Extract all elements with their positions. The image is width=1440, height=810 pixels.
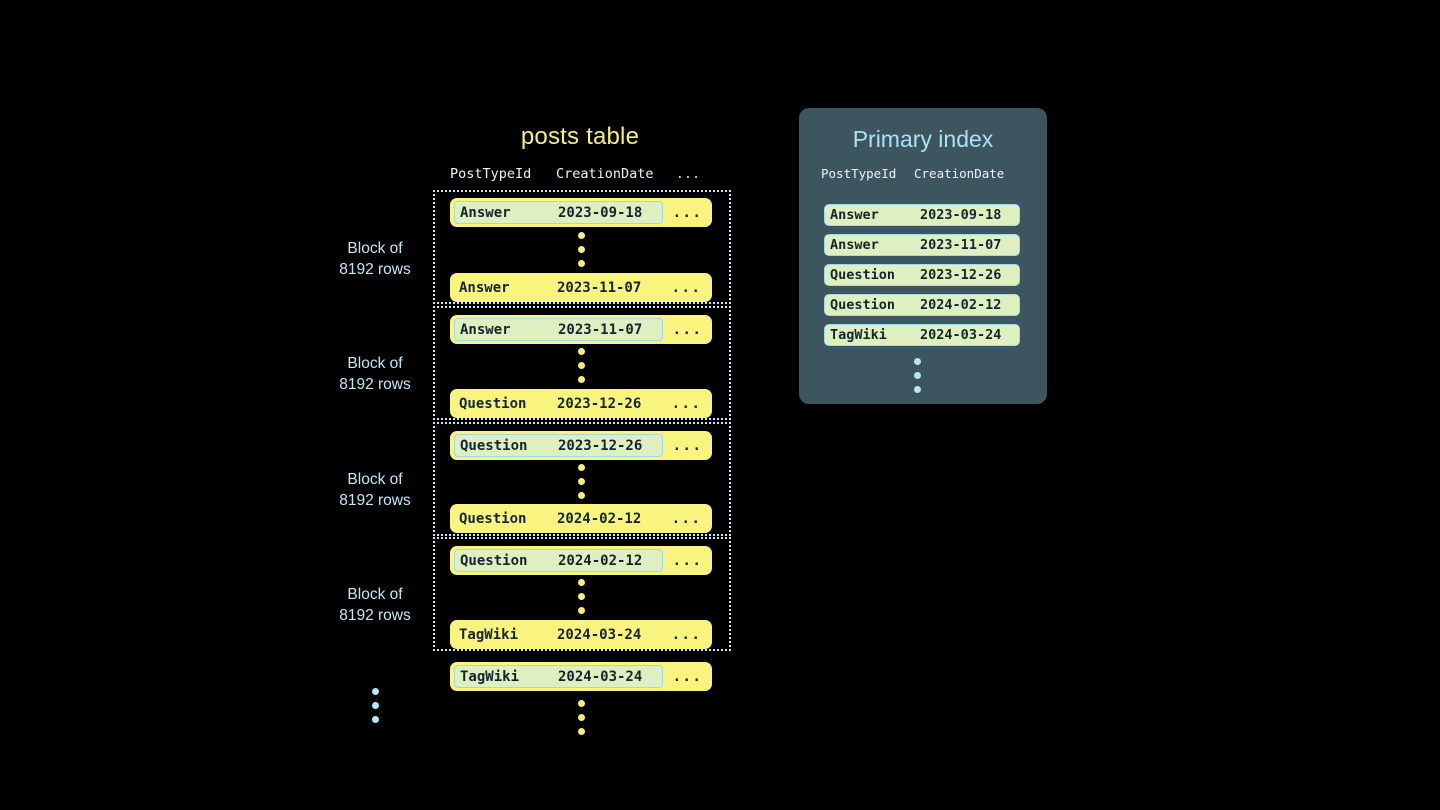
column-header-creationdate: CreationDate <box>556 166 654 182</box>
posts-table-title: posts table <box>520 123 640 150</box>
index-cell-creationdate: 2024-02-12 <box>920 297 1002 313</box>
index-column-header-creationdate: CreationDate <box>914 166 1005 181</box>
posts-table-column-headers: PostTypeId CreationDate ... <box>450 166 712 182</box>
cell-more: ... <box>671 279 702 296</box>
table-row: Question 2024-02-12 ... <box>450 546 712 575</box>
block-1-label: Block of 8192 rows <box>300 238 450 280</box>
row-highlight-cells: TagWiki 2024-03-24 <box>454 665 663 688</box>
table-row: Question 2023-12-26 ... <box>450 431 712 460</box>
block-continuation-dots <box>372 688 379 723</box>
block-2-label: Block of 8192 rows <box>300 353 450 395</box>
block-1-label-line1: Block of <box>347 240 403 257</box>
index-continuation-dots <box>914 358 921 393</box>
index-row: Answer 2023-09-18 <box>824 204 1020 226</box>
table-row: Answer 2023-11-07 ... <box>450 315 712 344</box>
block-3-label-line2: 8192 rows <box>339 492 411 509</box>
table-row: Question 2023-12-26 ... <box>450 389 712 418</box>
block-2-label-line2: 8192 rows <box>339 376 411 393</box>
table-continuation-dots <box>578 700 585 735</box>
index-column-header-posttypeid: PostTypeId <box>821 166 897 181</box>
table-row: Answer 2023-11-07 ... <box>450 273 712 302</box>
cell-posttypeid: Question <box>459 395 527 412</box>
block-1 <box>433 190 731 304</box>
block-1-label-line2: 8192 rows <box>339 261 411 278</box>
cell-more: ... <box>672 437 703 454</box>
row-cells: Question 2023-12-26 <box>454 392 661 415</box>
index-cell-posttypeid: Answer <box>830 207 879 223</box>
cell-creationdate: 2023-11-07 <box>558 321 643 338</box>
table-row: TagWiki 2024-03-24 ... <box>450 620 712 649</box>
cell-creationdate: 2023-12-26 <box>557 395 642 412</box>
primary-index-title: Primary index <box>852 126 994 152</box>
cell-more: ... <box>672 552 703 569</box>
block-4-label-line2: 8192 rows <box>339 607 411 624</box>
index-row: TagWiki 2024-03-24 <box>824 324 1020 346</box>
row-cells: Answer 2023-11-07 <box>454 276 661 299</box>
index-cell-creationdate: 2023-09-18 <box>920 207 1002 223</box>
row-highlight-cells: Answer 2023-09-18 <box>454 201 663 224</box>
row-highlight-cells: Question 2024-02-12 <box>454 549 663 572</box>
cell-posttypeid: Question <box>459 510 527 527</box>
row-ellipsis-dots <box>578 348 585 383</box>
index-cell-posttypeid: TagWiki <box>830 327 887 343</box>
block-4-label: Block of 8192 rows <box>300 584 450 626</box>
index-cell-creationdate: 2023-12-26 <box>920 267 1002 283</box>
cell-posttypeid: TagWiki <box>460 668 520 685</box>
cell-more: ... <box>671 510 702 527</box>
primary-index-rows: Answer 2023-09-18 Answer 2023-11-07 Ques… <box>824 204 1020 354</box>
block-2-label-line1: Block of <box>347 355 403 372</box>
cell-creationdate: 2024-03-24 <box>557 626 642 643</box>
block-3-label-line1: Block of <box>347 471 403 488</box>
index-row: Question 2024-02-12 <box>824 294 1020 316</box>
cell-posttypeid: TagWiki <box>459 626 519 643</box>
cell-creationdate: 2024-02-12 <box>558 552 643 569</box>
index-cell-creationdate: 2024-03-24 <box>920 327 1002 343</box>
row-ellipsis-dots <box>578 232 585 267</box>
block-2 <box>433 306 731 420</box>
column-header-ellipsis: ... <box>675 166 701 182</box>
cell-more: ... <box>672 321 703 338</box>
cell-creationdate: 2023-11-07 <box>557 279 642 296</box>
row-ellipsis-dots <box>578 464 585 499</box>
index-row: Question 2023-12-26 <box>824 264 1020 286</box>
row-highlight-cells: Answer 2023-11-07 <box>454 318 663 341</box>
row-ellipsis-dots <box>578 579 585 614</box>
block-3-label: Block of 8192 rows <box>300 469 450 511</box>
cell-posttypeid: Answer <box>459 279 510 296</box>
index-row: Answer 2023-11-07 <box>824 234 1020 256</box>
cell-creationdate: 2024-02-12 <box>557 510 642 527</box>
row-cells: TagWiki 2024-03-24 <box>454 623 661 646</box>
cell-creationdate: 2023-12-26 <box>558 437 643 454</box>
index-cell-posttypeid: Question <box>830 267 896 283</box>
cell-creationdate: 2023-09-18 <box>558 204 643 221</box>
table-row: Question 2024-02-12 ... <box>450 504 712 533</box>
cell-creationdate: 2024-03-24 <box>558 668 643 685</box>
primary-index-column-headers: PostTypeId CreationDate <box>821 166 1025 181</box>
cell-posttypeid: Answer <box>460 321 511 338</box>
table-row-trailing: TagWiki 2024-03-24 ... <box>450 662 712 691</box>
cell-posttypeid: Question <box>460 552 528 569</box>
index-cell-posttypeid: Question <box>830 297 896 313</box>
cell-posttypeid: Answer <box>460 204 511 221</box>
block-4 <box>433 537 731 651</box>
cell-more: ... <box>672 204 703 221</box>
index-cell-creationdate: 2023-11-07 <box>920 237 1002 253</box>
cell-more: ... <box>671 395 702 412</box>
row-highlight-cells: Question 2023-12-26 <box>454 434 663 457</box>
row-cells: Question 2024-02-12 <box>454 507 661 530</box>
primary-index-panel: Primary index PostTypeId CreationDate An… <box>799 108 1047 404</box>
block-3 <box>433 422 731 536</box>
cell-more: ... <box>672 668 703 685</box>
table-row: Answer 2023-09-18 ... <box>450 198 712 227</box>
index-cell-posttypeid: Answer <box>830 237 879 253</box>
cell-posttypeid: Question <box>460 437 528 454</box>
block-4-label-line1: Block of <box>347 586 403 603</box>
cell-more: ... <box>671 626 702 643</box>
column-header-posttypeid: PostTypeId <box>450 166 532 182</box>
